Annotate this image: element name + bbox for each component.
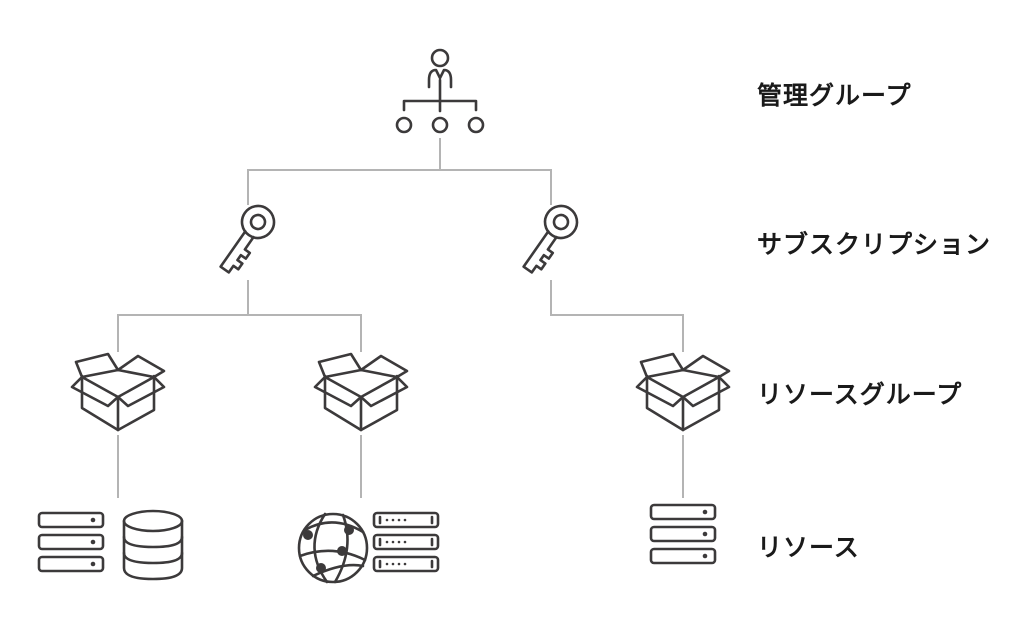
level-label-resource: リソース	[757, 533, 860, 562]
level-label-management-group: 管理グループ	[757, 81, 912, 110]
server-rack-icon	[372, 511, 440, 573]
open-box-icon	[70, 352, 166, 432]
open-box-icon	[635, 352, 731, 432]
level-label-subscription: サブスクリプション	[757, 230, 992, 259]
connectors	[117, 138, 684, 498]
connector-mg-to-subs	[247, 138, 552, 205]
key-icon	[522, 204, 579, 274]
server-rack-icon	[37, 511, 105, 573]
database-icon	[122, 509, 184, 581]
connector-sub1-to-rgs	[117, 280, 362, 352]
org-chart-icon	[395, 48, 485, 134]
globe-network-icon	[297, 512, 369, 584]
connector-sub2-to-rg3	[550, 280, 684, 352]
server-rack-icon	[649, 503, 717, 565]
level-label-resource-group: リソースグループ	[757, 380, 963, 409]
key-icon	[219, 204, 276, 274]
open-box-icon	[313, 352, 409, 432]
